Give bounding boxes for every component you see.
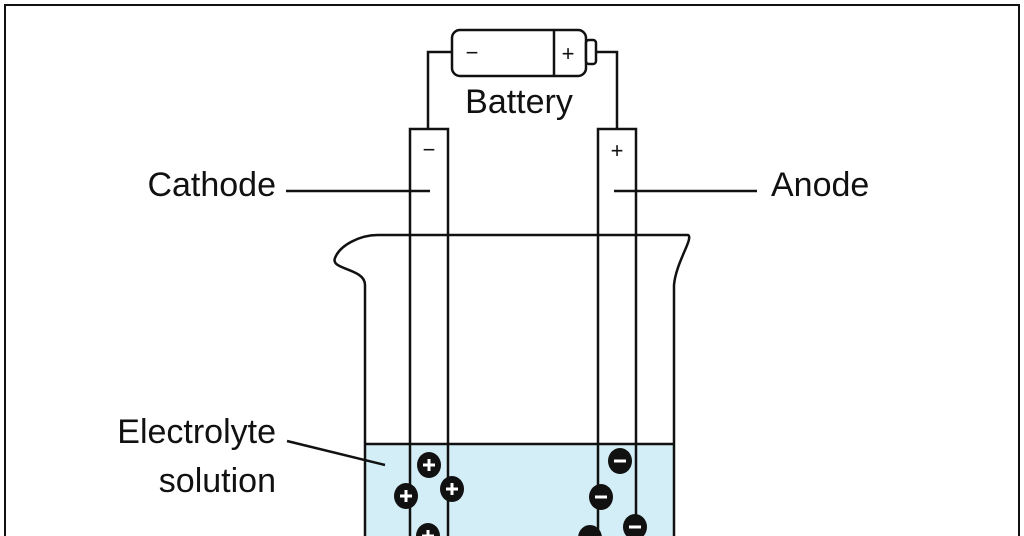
positive-ion <box>440 476 464 502</box>
negative-ion <box>608 448 632 474</box>
electrolyte-leader <box>286 439 386 467</box>
anode-electrode <box>596 127 638 536</box>
wire-left <box>426 50 452 129</box>
battery: − + <box>450 28 598 78</box>
cathode-symbol: − <box>423 137 436 162</box>
negative-ion <box>589 484 613 510</box>
negative-ion <box>578 525 602 536</box>
positive-ion <box>417 452 441 478</box>
anode-label: Anode <box>771 166 869 204</box>
battery-negative-symbol: − <box>466 40 479 65</box>
positive-ion <box>394 483 418 509</box>
cathode-electrode <box>408 127 450 536</box>
wire-right <box>596 50 619 129</box>
anode-symbol: + <box>611 138 624 163</box>
negative-ion <box>623 514 647 536</box>
beaker <box>333 233 691 536</box>
ions <box>394 448 647 536</box>
cathode-label: Cathode <box>147 166 276 204</box>
electrolyte-label-line2: solution <box>159 462 276 500</box>
electrolyte-label-line1: Electrolyte <box>117 413 276 451</box>
positive-ion <box>416 523 440 536</box>
frame-border <box>4 4 1020 536</box>
battery-label: Battery <box>465 83 573 121</box>
battery-positive-symbol: + <box>562 41 575 66</box>
